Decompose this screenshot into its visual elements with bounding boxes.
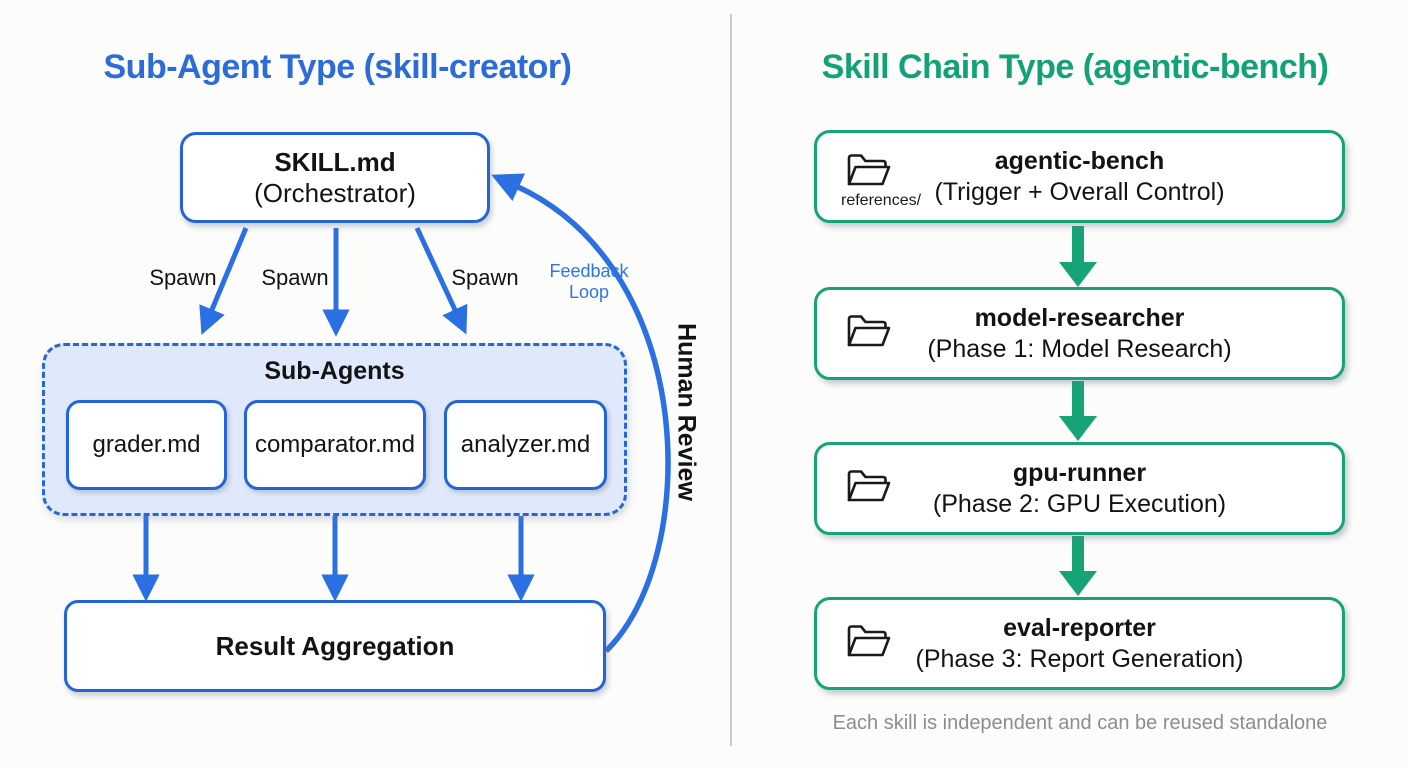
folder-icon <box>847 625 891 657</box>
chain-box-eval-reporter: eval-reporter (Phase 3: Report Generatio… <box>814 597 1345 690</box>
chain-arrows <box>1059 226 1097 596</box>
chain-subtitle: (Phase 1: Model Research) <box>927 334 1232 363</box>
folder-wrap <box>841 622 921 662</box>
folder-icon <box>847 470 891 502</box>
spawn-label-2: Spawn <box>261 265 329 290</box>
folder-icon <box>847 154 891 186</box>
subagent-box-comparator: comparator.md <box>244 400 426 490</box>
chain-arrow-3 <box>1059 536 1097 596</box>
panel-divider <box>730 14 732 746</box>
subagent-box-grader: grader.md <box>66 400 227 490</box>
feedback-line-2: Loop <box>568 282 610 302</box>
folder-wrap: references/ <box>841 151 921 210</box>
chain-subtitle: (Phase 3: Report Generation) <box>915 644 1244 673</box>
result-aggregation-box: Result Aggregation <box>64 600 606 692</box>
left-panel-title: Sub-Agent Type (skill-creator) <box>103 48 573 86</box>
spawn-label-3: Spawn <box>451 265 519 290</box>
orchestrator-name: SKILL.md <box>274 146 396 177</box>
folder-wrap <box>841 312 921 352</box>
folder-wrap <box>841 467 921 507</box>
feedback-loop-label: Feedback Loop <box>536 261 642 303</box>
independence-caption: Each skill is independent and can be reu… <box>832 712 1328 734</box>
subagent-label: grader.md <box>92 431 201 458</box>
result-aggregation-label: Result Aggregation <box>215 630 455 661</box>
folder-icon <box>847 315 891 347</box>
chain-box-gpu-runner: gpu-runner (Phase 2: GPU Execution) <box>814 442 1345 535</box>
chain-subtitle: (Phase 2: GPU Execution) <box>932 489 1227 518</box>
chain-subtitle: (Trigger + Overall Control) <box>934 177 1225 206</box>
subagent-label: analyzer.md <box>460 431 591 458</box>
chain-arrow-2 <box>1059 381 1097 441</box>
chain-arrow-1 <box>1059 226 1097 287</box>
orchestrator-box: SKILL.md (Orchestrator) <box>180 132 490 223</box>
right-panel-title: Skill Chain Type (agentic-bench) <box>821 48 1329 86</box>
references-label: references/ <box>841 192 922 209</box>
feedback-line-1: Feedback <box>549 261 629 281</box>
subagents-title: Sub-Agents <box>264 357 405 385</box>
chain-name: eval-reporter <box>1003 613 1156 642</box>
chain-name: gpu-runner <box>1012 458 1147 487</box>
chain-name: agentic-bench <box>994 146 1165 175</box>
human-review-label: Human Review <box>672 323 701 501</box>
subagent-label: comparator.md <box>254 431 416 458</box>
chain-box-agentic-bench: references/ agentic-bench (Trigger + Ove… <box>814 130 1345 223</box>
subagent-box-analyzer: analyzer.md <box>444 400 607 490</box>
chain-name: model-researcher <box>974 303 1185 332</box>
chain-box-model-researcher: model-researcher (Phase 1: Model Researc… <box>814 287 1345 380</box>
spawn-label-1: Spawn <box>149 265 217 290</box>
orchestrator-subtitle: (Orchestrator) <box>254 177 416 208</box>
